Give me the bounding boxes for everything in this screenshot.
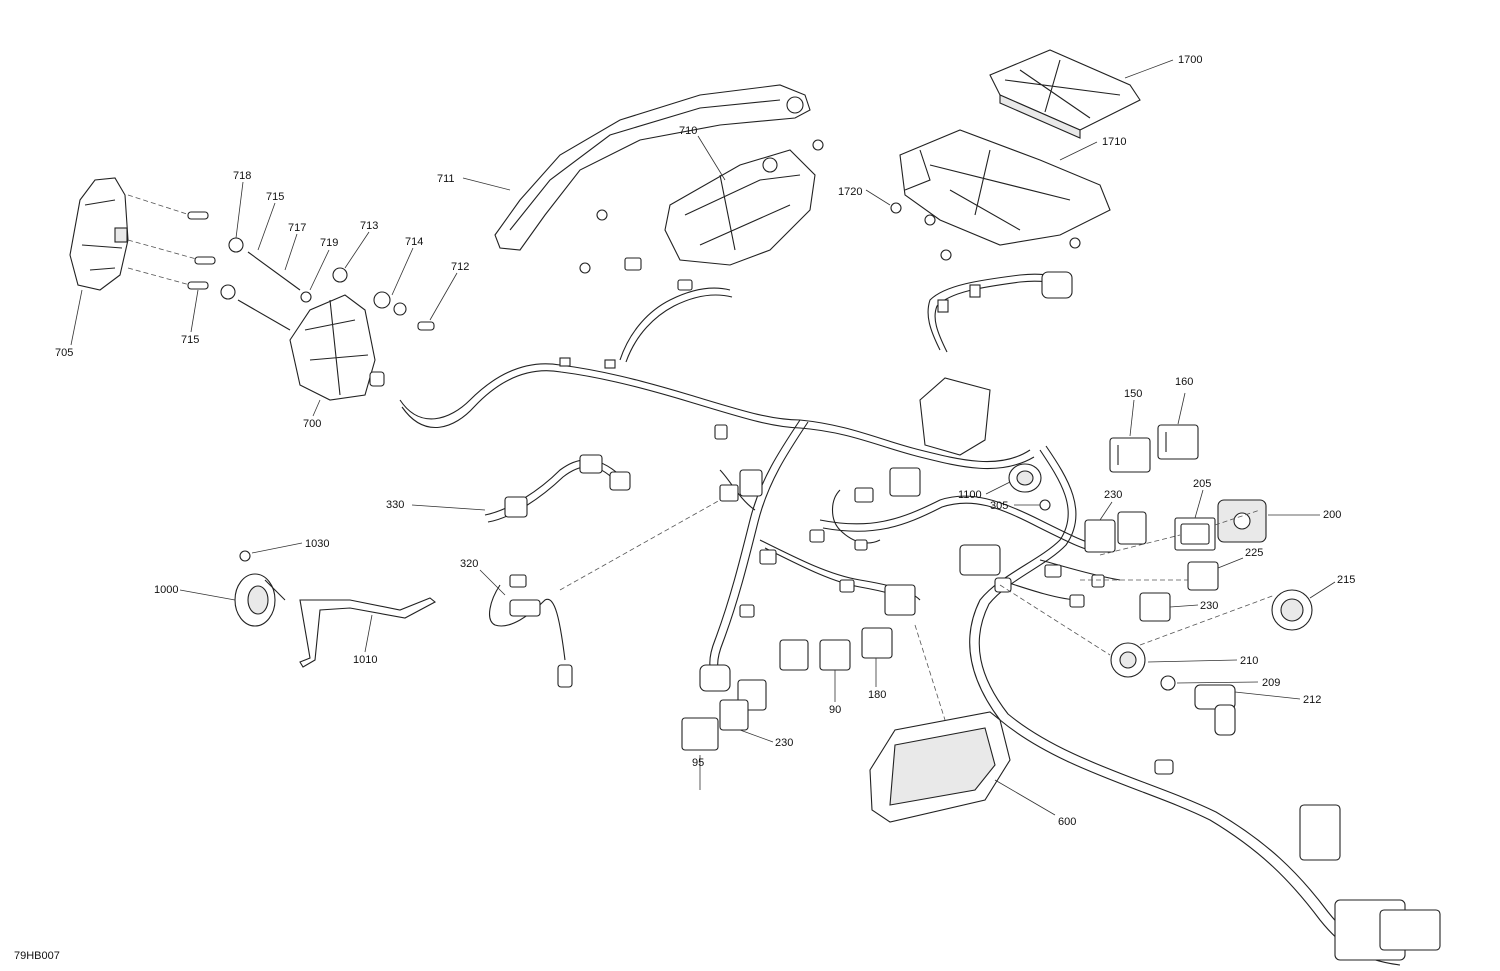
callout-200: 200 (1323, 509, 1341, 521)
headlight-705 (69, 177, 129, 291)
callout-1000: 1000 (154, 584, 178, 596)
callout-712: 712 (451, 261, 469, 273)
callout-210: 210 (1240, 655, 1258, 667)
callout-95: 95 (692, 757, 704, 769)
callout-600: 600 (1058, 816, 1076, 828)
callout-212: 212 (1303, 694, 1321, 706)
switch-150 (1109, 437, 1151, 473)
sensor-harness-330 (484, 454, 631, 523)
callout-1030: 1030 (305, 538, 329, 550)
diagram-reference-code: 79HB007 (14, 950, 60, 962)
power-outlet-1100 (1008, 463, 1051, 511)
harness-connectors (559, 257, 1441, 961)
callout-330: 330 (386, 499, 404, 511)
callout-705: 705 (55, 347, 73, 359)
callout-209: 209 (1262, 677, 1280, 689)
callout-320: 320 (460, 558, 478, 570)
nut-209 (1160, 675, 1176, 691)
sensor-320 (489, 574, 573, 688)
callout-230-lower: 230 (1200, 600, 1218, 612)
callout-715-upper: 715 (266, 191, 284, 203)
callout-215: 215 (1337, 574, 1355, 586)
callout-713: 713 (360, 220, 378, 232)
leader-lines (70, 59, 1336, 816)
callout-labels: 1700 1710 1720 711 710 718 715 717 719 7… (55, 54, 1355, 828)
callout-225: 225 (1245, 547, 1263, 559)
callout-1010: 1010 (353, 654, 377, 666)
connector-near-180 (884, 584, 916, 616)
usb-outlet-215 (1271, 589, 1313, 631)
horn-bracket-1010 (299, 597, 436, 668)
ecu-module-1700 (989, 49, 1141, 139)
key-switch-212 (1194, 684, 1236, 736)
callout-718: 718 (233, 170, 251, 182)
main-wiring-harness (399, 273, 1401, 966)
callout-90: 90 (829, 704, 841, 716)
callout-230-upper: 230 (1104, 489, 1122, 501)
switch-160 (1157, 424, 1199, 460)
horn-1000 (234, 550, 286, 627)
callout-230-bottom: 230 (775, 737, 793, 749)
switch-180 (861, 627, 893, 659)
switch-pad-200 (1217, 499, 1267, 543)
callout-710: 710 (679, 125, 697, 137)
switch-230-upper (1084, 511, 1147, 553)
switch-230-lower (1139, 592, 1171, 622)
switch-95 (681, 717, 719, 751)
callout-180: 180 (868, 689, 886, 701)
callout-700: 700 (303, 418, 321, 430)
callout-150: 150 (1124, 388, 1142, 400)
callout-160: 160 (1175, 376, 1193, 388)
callout-305: 305 (990, 500, 1008, 512)
callout-715-lower: 715 (181, 334, 199, 346)
outlet-210 (1110, 642, 1146, 678)
callout-1700: 1700 (1178, 54, 1202, 66)
switch-225 (1187, 561, 1219, 591)
fuse-box (919, 377, 991, 456)
callout-711: 711 (437, 173, 455, 185)
callout-714: 714 (405, 236, 423, 248)
headlight-700 (289, 294, 385, 401)
callout-1100: 1100 (958, 489, 982, 501)
switch-group-230 (719, 639, 809, 731)
callout-205: 205 (1193, 478, 1211, 490)
callout-717: 717 (288, 222, 306, 234)
instrument-cluster-600 (869, 711, 1011, 823)
callout-719: 719 (320, 237, 338, 249)
callout-1720: 1720 (838, 186, 862, 198)
callout-1710: 1710 (1102, 136, 1126, 148)
steering-bracket-710 (579, 139, 824, 274)
bezel-205 (1174, 517, 1216, 551)
dash-bracket-711 (494, 84, 811, 251)
ecu-bracket-1710 (890, 129, 1111, 261)
switch-90 (819, 639, 851, 671)
hardware-700-group (187, 211, 435, 331)
